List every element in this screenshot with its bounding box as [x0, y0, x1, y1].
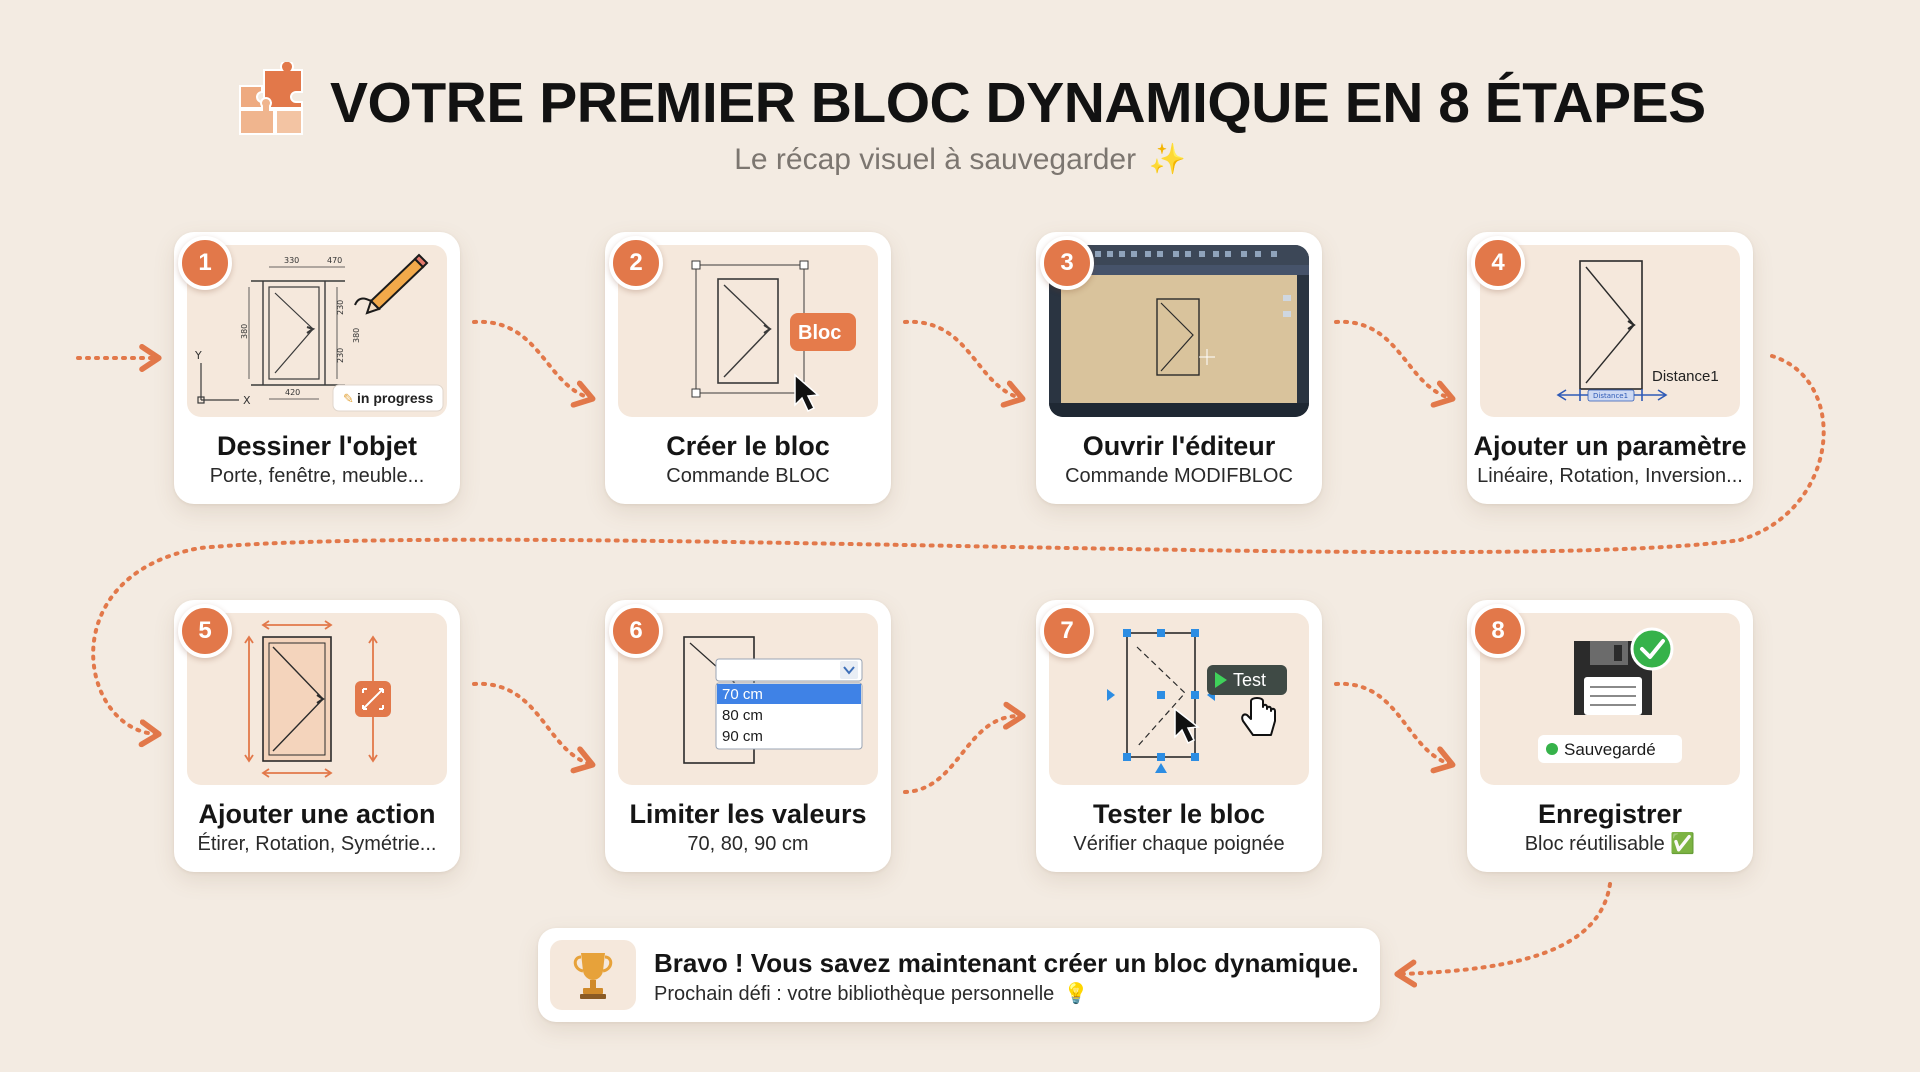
step-title: Ouvrir l'éditeur [1082, 431, 1276, 461]
dimension-label: 230 [336, 348, 345, 363]
step-title: Enregistrer [1537, 799, 1683, 829]
step-number-badge: 3 [1040, 236, 1094, 290]
linear-parameter-icon: Distance1 Distance1 [1556, 260, 1719, 402]
step-thumbnail: 70 cm 80 cm 90 cm [618, 613, 878, 785]
step-thumbnail: Test [1049, 613, 1309, 785]
arrow-6-7 [903, 701, 1026, 794]
step-subtitle: Linéaire, Rotation, Inversion... [1477, 465, 1743, 487]
step-thumbnail: 330 470 380 230 380 230 420 Y X ✎ in pro… [187, 245, 447, 417]
step-thumbnail [1049, 245, 1309, 417]
light-bulb-icon: 💡 [1063, 983, 1089, 1005]
check-badge-icon [1630, 627, 1674, 671]
step-card-7: 7 Test Tester le bloc Vérifier chaque po… [1036, 600, 1322, 872]
bloc-tag: Bloc [798, 322, 841, 344]
axis-label-y: Y [194, 349, 202, 362]
dimension-label: 470 [327, 256, 342, 265]
saved-tag: Sauvegardé [1564, 740, 1656, 759]
floppy-disk-icon [1574, 641, 1652, 715]
step-subtitle: Porte, fenêtre, meuble... [209, 465, 425, 487]
dimension-label: 330 [284, 256, 299, 265]
step-thumbnail [187, 613, 447, 785]
step-title: Dessiner l'objet [217, 431, 417, 461]
status-tag: in progress [357, 390, 433, 406]
puzzle-icon [239, 62, 303, 135]
step-thumbnail: Bloc [618, 245, 878, 417]
trophy-box [550, 940, 636, 1010]
step-card-6: 6 70 cm 80 cm 90 cm Limiter les valeurs … [605, 600, 891, 872]
page-subtitle: Le récap visuel à sauvegarder ✨ [734, 143, 1186, 176]
step-number-badge: 4 [1471, 236, 1525, 290]
final-title: Bravo ! Vous savez maintenant créer un b… [654, 948, 1359, 978]
stretch-action-icon [244, 620, 391, 778]
arrow-2-3 [903, 319, 1026, 408]
arrow-5-6 [472, 681, 596, 774]
check-mark-icon: ✅ [1670, 833, 1696, 855]
trophy-icon [573, 953, 613, 999]
arrow-1-2 [472, 319, 596, 408]
arrow-4-5-wrap [91, 354, 1826, 748]
step-card-1: 1 330 470 38 [174, 232, 460, 504]
step-title: Créer le bloc [666, 431, 830, 461]
step-card-2: 2 Bloc Créer le bloc Commande BLOC [605, 232, 891, 504]
arrow-3-4 [1334, 319, 1456, 408]
parameter-tag-small: Distance1 [1593, 392, 1628, 400]
dimension-label: 380 [352, 328, 361, 343]
step-thumbnail: Sauvegardé [1480, 613, 1740, 785]
test-tag: Test [1233, 670, 1266, 690]
final-subtitle: Prochain défi : votre bibliothèque perso… [654, 983, 1089, 1005]
cursor-icon [794, 373, 820, 413]
dimension-label: 380 [240, 324, 249, 339]
step-title: Limiter les valeurs [629, 799, 867, 829]
parameter-tag: Distance1 [1652, 368, 1719, 385]
axis-label-x: X [243, 394, 251, 407]
page-title: VOTRE PREMIER BLOC DYNAMIQUE EN 8 ÉTAPES [330, 71, 1706, 135]
editor-window-icon [1049, 245, 1309, 417]
step-subtitle: 70, 80, 90 cm [687, 833, 809, 855]
arrow-7-8 [1334, 681, 1456, 774]
step-thumbnail: Distance1 Distance1 [1480, 245, 1740, 417]
step-number-badge: 5 [178, 604, 232, 658]
step-subtitle: Vérifier chaque poignée [1073, 833, 1285, 855]
hand-cursor-icon [1241, 697, 1276, 736]
step-subtitle: Bloc réutilisable ✅ [1524, 833, 1696, 855]
step-title: Ajouter un paramètre [1473, 431, 1747, 461]
step-title: Tester le bloc [1092, 799, 1266, 829]
final-message-card: Bravo ! Vous savez maintenant créer un b… [538, 928, 1380, 1022]
dropdown-option[interactable]: 80 cm [722, 707, 763, 724]
step-card-5: 5 Ajouter une action Étirer, Rotation, S… [174, 600, 460, 872]
step-card-3: 3 Ouvrir l'éditeur Command [1036, 232, 1322, 504]
dimension-label: 420 [285, 388, 300, 397]
dropdown-icon [715, 658, 863, 750]
step-card-8: 8 Sauvegardé Enregistrer Bloc réutilisab… [1467, 600, 1753, 872]
step-number-badge: 1 [178, 236, 232, 290]
step-number-badge: 7 [1040, 604, 1094, 658]
step-subtitle: Commande BLOC [666, 465, 830, 487]
pencil-icon [354, 253, 429, 315]
step-card-4: 4 Distance1 Distance1 Ajouter un paramèt… [1467, 232, 1753, 504]
svg-text:✎: ✎ [343, 392, 354, 407]
step-number-badge: 6 [609, 604, 663, 658]
step-subtitle: Étirer, Rotation, Symétrie... [197, 833, 437, 855]
dimension-label: 230 [336, 300, 345, 315]
dropdown-option[interactable]: 90 cm [722, 728, 763, 745]
step-title: Ajouter une action [198, 799, 436, 829]
step-number-badge: 8 [1471, 604, 1525, 658]
step-subtitle: Commande MODIFBLOC [1065, 465, 1293, 487]
arrow-8-final [1394, 882, 1612, 988]
sparkles-icon: ✨ [1148, 143, 1186, 176]
step-number-badge: 2 [609, 236, 663, 290]
dropdown-option[interactable]: 70 cm [722, 686, 763, 703]
